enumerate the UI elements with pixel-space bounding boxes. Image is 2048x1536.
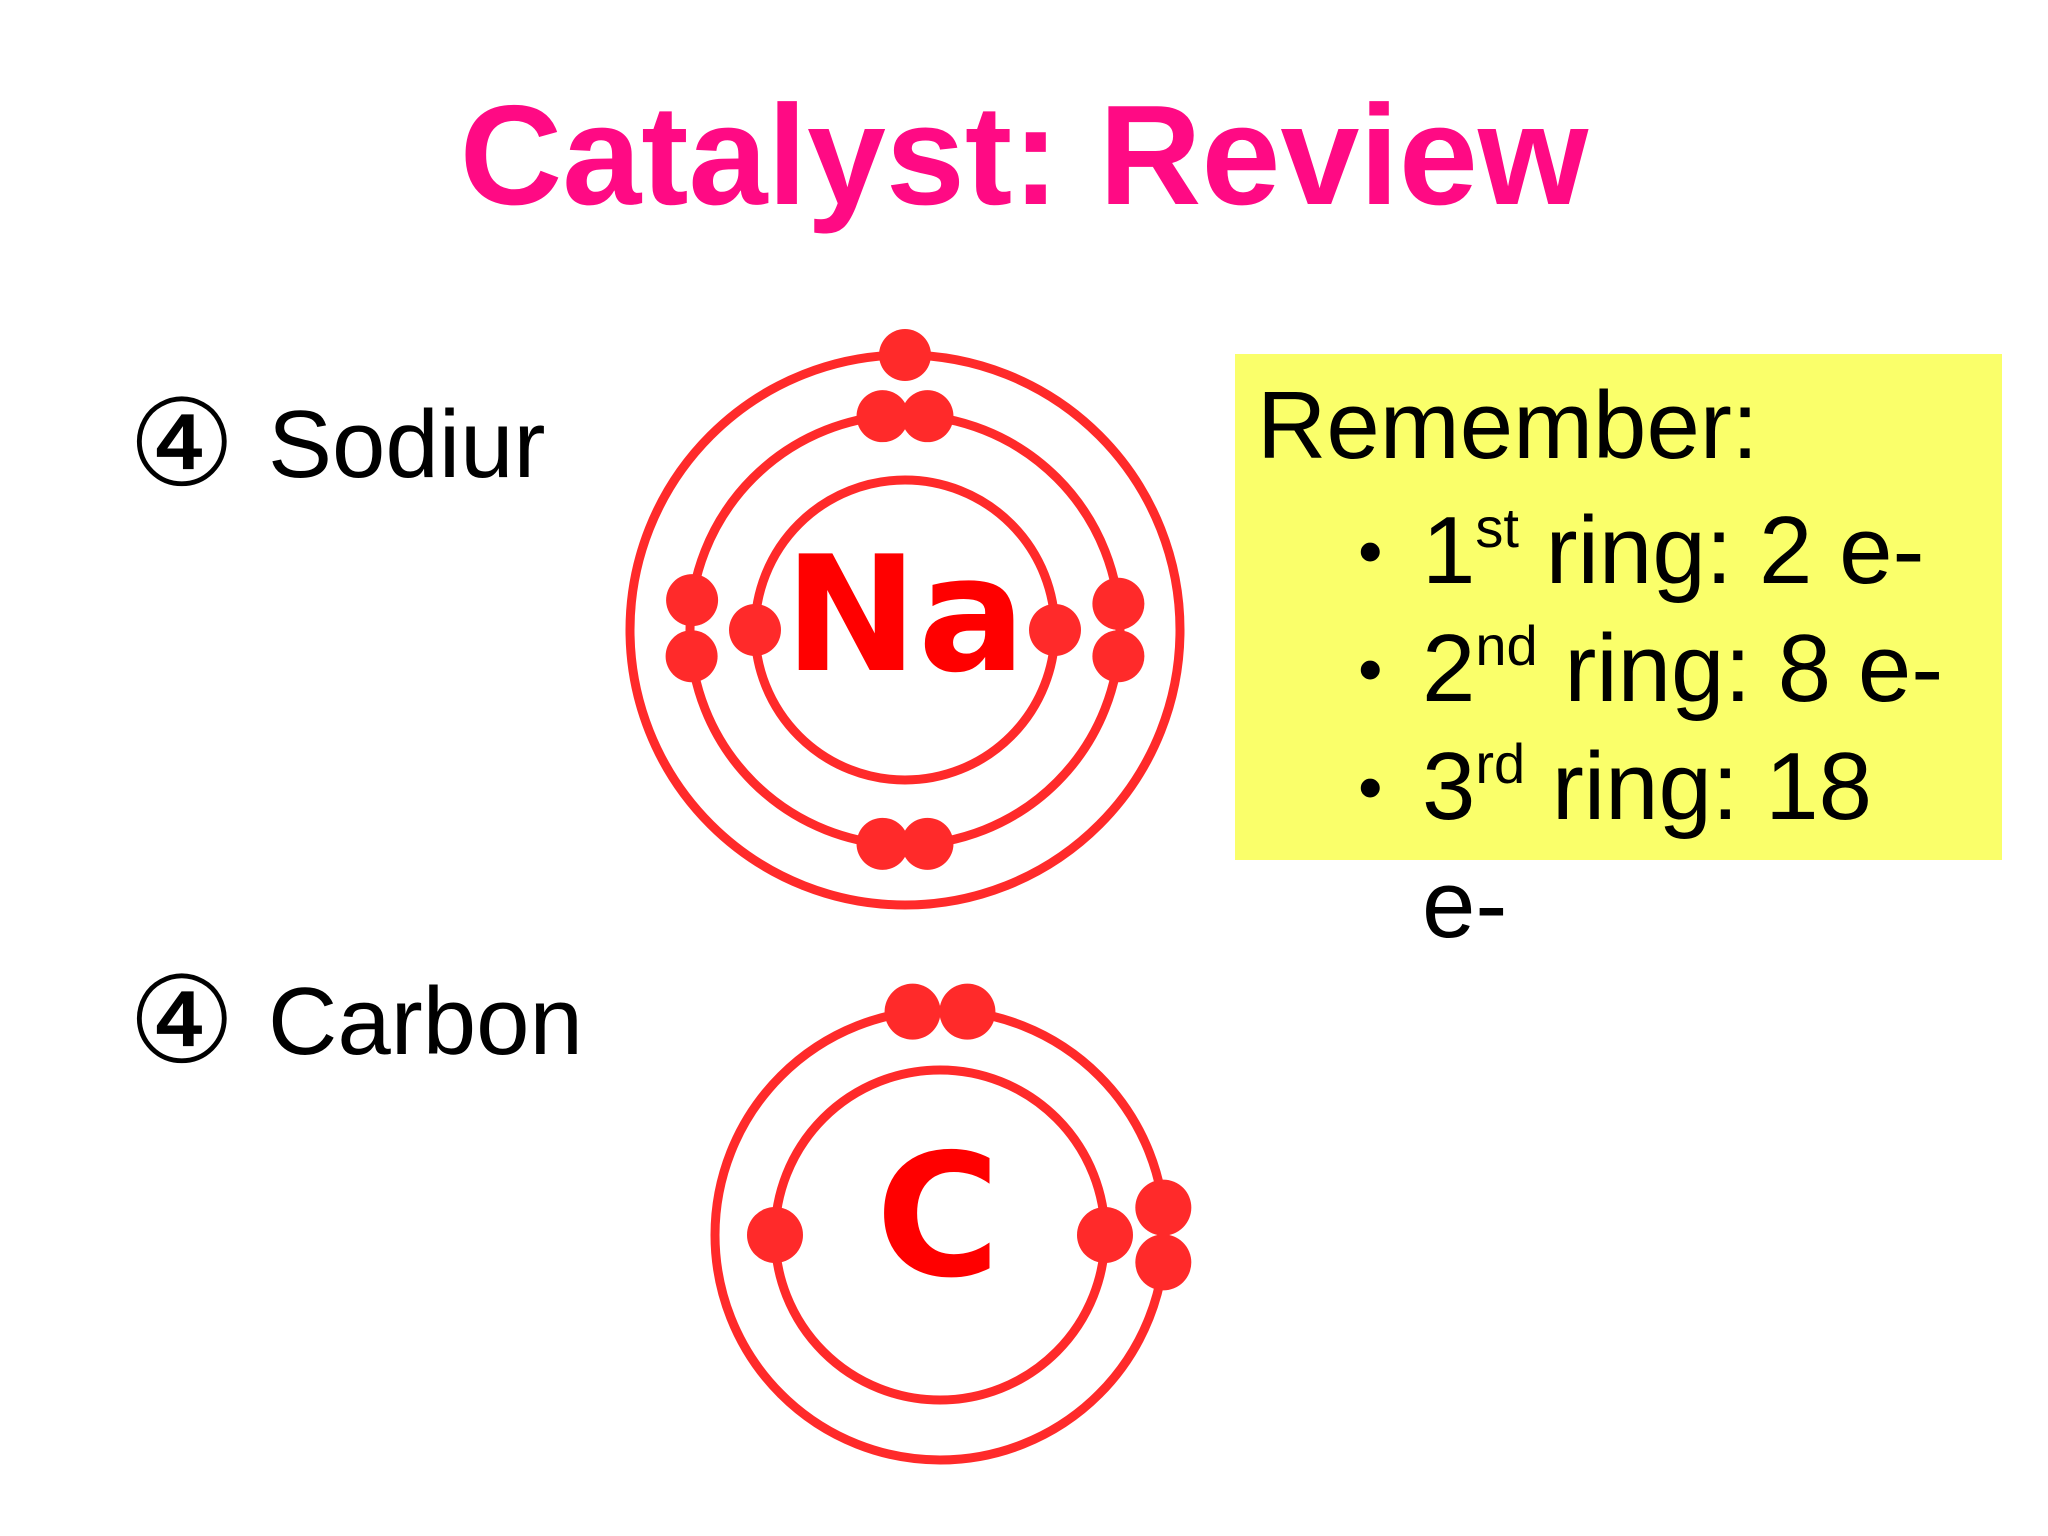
bullet-icon: • (1358, 630, 1383, 708)
electron-dot (666, 574, 719, 627)
electron-dot (1077, 1207, 1133, 1263)
bullet-icon: • (1358, 748, 1383, 826)
rule-text: ring: 2 e- (1518, 497, 1925, 604)
reminder-rule: • 3rd ring: 18 e- (1358, 728, 1918, 964)
electron-dot (939, 983, 996, 1040)
electron-dot (901, 390, 954, 443)
electron-dot (665, 630, 718, 683)
carbon-electrons (747, 983, 1192, 1291)
electron-dot (1092, 577, 1145, 630)
electron-dot (1092, 630, 1145, 683)
rule-text: ring: 18 e- (1422, 733, 1873, 958)
slide-title: Catalyst: Review (459, 76, 1589, 235)
rule-ordinal: 1 (1422, 497, 1476, 604)
rule-ordinal: 3 (1422, 733, 1476, 840)
rule-ordinal-suffix: rd (1475, 732, 1526, 795)
rule-ordinal-suffix: st (1475, 496, 1519, 559)
item-label-carbon: Carbon (268, 968, 583, 1075)
electron-dot (856, 390, 909, 443)
rule-ordinal: 2 (1422, 615, 1476, 722)
electron-dot (1029, 604, 1081, 656)
electron-dot (729, 604, 781, 656)
sodium-electrons (665, 329, 1145, 870)
electron-dot (884, 983, 941, 1040)
carbon-symbol: C (876, 1118, 1001, 1316)
electron-dot (1135, 1179, 1192, 1236)
rule-ordinal-suffix: nd (1475, 614, 1538, 677)
item-label-sodium: Sodiur (268, 391, 546, 498)
reminder-rule: • 2nd ring: 8 e- (1358, 610, 1943, 728)
reminder-heading: Remember: (1257, 372, 1759, 479)
electron-dot (747, 1207, 803, 1263)
carbon-bohr-diagram: C (710, 983, 1192, 1465)
rule-text: ring: 8 e- (1537, 615, 1944, 722)
circled-number-icon: ④ (128, 952, 236, 1091)
sodium-bohr-diagram: Na (625, 329, 1185, 910)
circled-number-icon: ④ (128, 375, 236, 514)
electron-dot (856, 817, 909, 870)
electron-dot (1135, 1234, 1192, 1291)
electron-dot (901, 817, 954, 870)
electron-dot (879, 329, 931, 381)
reminder-box (1235, 354, 2002, 860)
reminder-rule: • 1st ring: 2 e- (1358, 492, 1924, 610)
sodium-symbol: Na (784, 521, 1026, 708)
bullet-icon: • (1358, 512, 1383, 590)
